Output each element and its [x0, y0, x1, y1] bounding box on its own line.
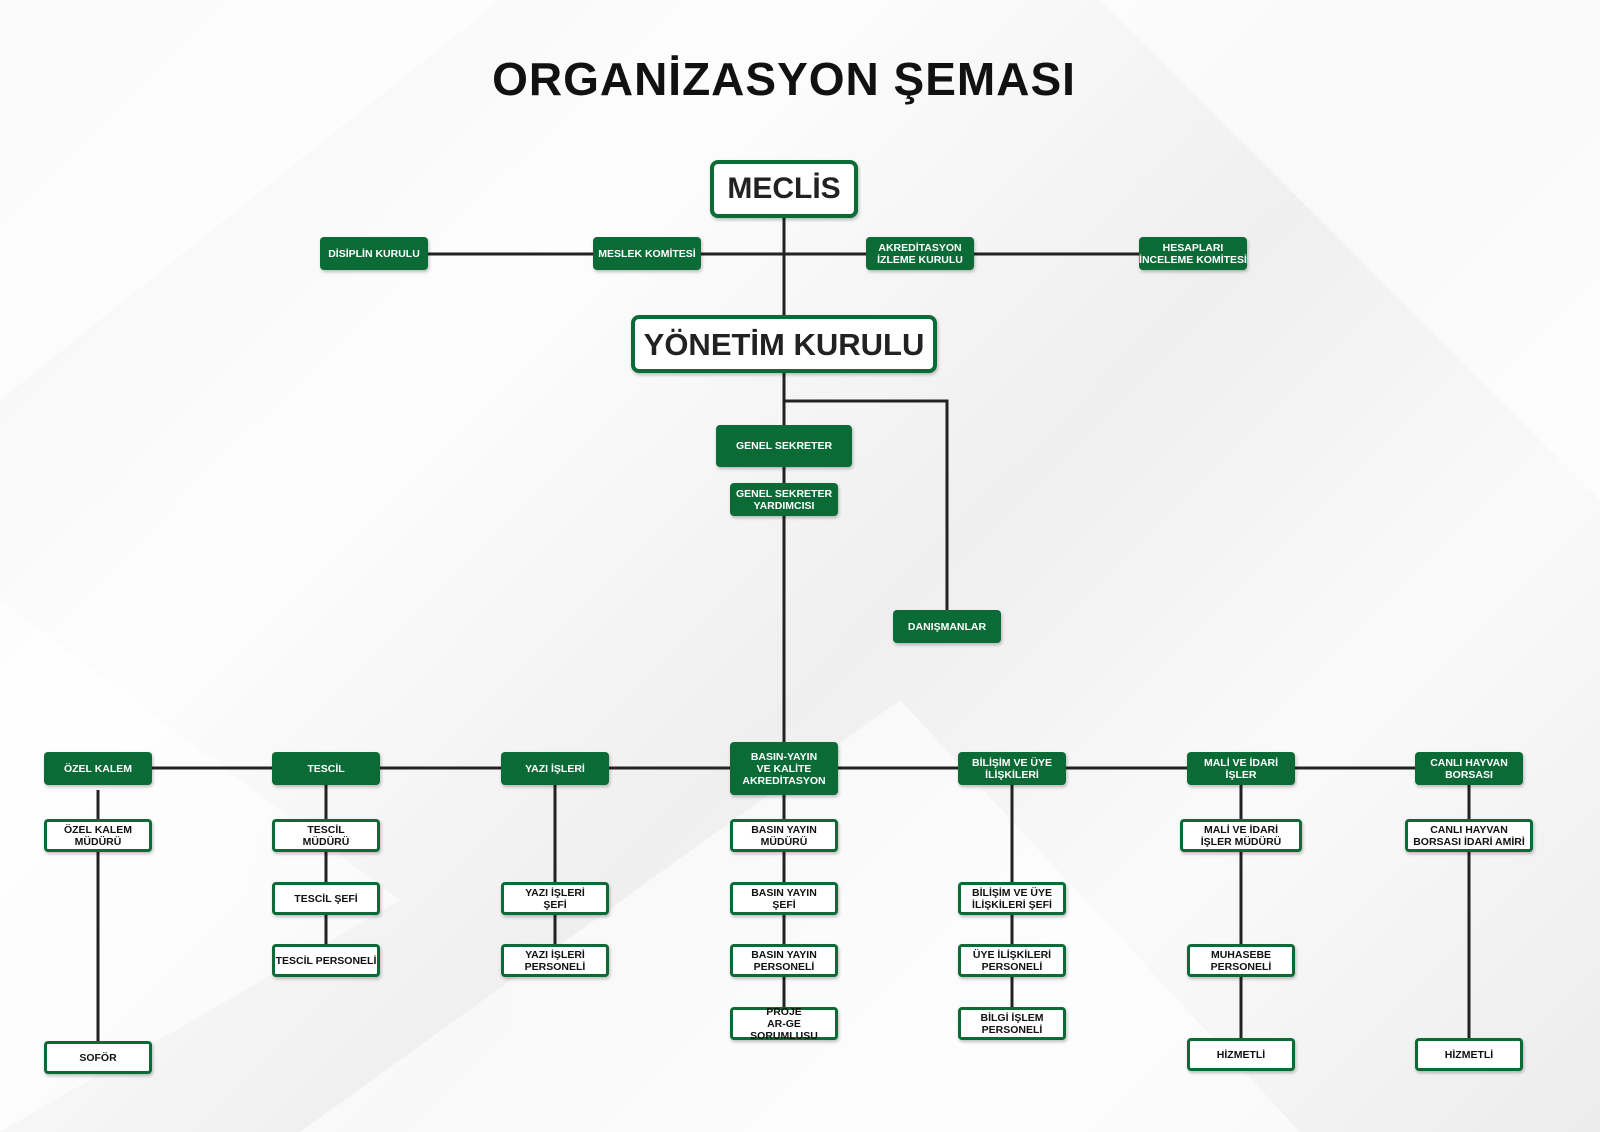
uye-iliskileri-personeli: ÜYE İLİŞKİLERİ PERSONELİ: [958, 944, 1066, 977]
dept-yazi-isleri: YAZI İŞLERİ: [501, 752, 609, 785]
dept-mali-idari: MALİ VE İDARİ İŞLER: [1187, 752, 1295, 785]
dept-canli-hayvan: CANLI HAYVAN BORSASI: [1415, 752, 1523, 785]
tescil-personeli: TESCİL PERSONELİ: [272, 944, 380, 977]
dept-bilisim: BİLİŞİM VE ÜYE İLİŞKİLERİ: [958, 752, 1066, 785]
basin-yayin-personeli: BASIN YAYIN PERSONELİ: [730, 944, 838, 977]
committee-hesaplari: HESAPLARI İNCELEME KOMİTESİ: [1139, 237, 1247, 270]
bilgi-islem-personeli: BİLGİ İŞLEM PERSONELİ: [958, 1007, 1066, 1040]
committee-akreditasyon: AKREDİTASYON İZLEME KURULU: [866, 237, 974, 270]
tescil-sefi: TESCİL ŞEFİ: [272, 882, 380, 915]
dept-ozel-kalem: ÖZEL KALEM: [44, 752, 152, 785]
canli-hayvan-hizmetli: HİZMETLİ: [1415, 1038, 1523, 1071]
basin-yayin-sefi: BASIN YAYIN ŞEFİ: [730, 882, 838, 915]
page-title: ORGANİZASYON ŞEMASI: [492, 53, 1076, 105]
sofor: SOFÖR: [44, 1041, 152, 1074]
tescil-muduru: TESCİL MÜDÜRÜ: [272, 819, 380, 852]
yonetim-kurulu-box: YÖNETİM KURULU: [631, 315, 937, 373]
basin-yayin-muduru: BASIN YAYIN MÜDÜRÜ: [730, 819, 838, 852]
proje-arge-sorumlusu: PROJE AR-GE SORUMLUSU: [730, 1006, 838, 1042]
mali-idari-isler-muduru: MALİ VE İDARİ İŞLER MÜDÜRÜ: [1180, 819, 1302, 852]
committee-disiplin: DİSİPLİN KURULU: [320, 237, 428, 270]
genel-sekreter-yardimcisi-box: GENEL SEKRETER YARDIMCISI: [730, 483, 838, 516]
yazi-isleri-personeli: YAZI İŞLERİ PERSONELİ: [501, 944, 609, 977]
mali-hizmetli: HİZMETLİ: [1187, 1038, 1295, 1071]
genel-sekreter-box: GENEL SEKRETER: [716, 425, 852, 467]
dept-basin-yayin: BASIN-YAYIN VE KALİTE AKREDİTASYON: [730, 742, 838, 795]
dept-tescil: TESCİL: [272, 752, 380, 785]
committee-meslek: MESLEK KOMİTESİ: [593, 237, 701, 270]
ozel-kalem-muduru: ÖZEL KALEM MÜDÜRÜ: [44, 819, 152, 852]
meclis-box: MECLİS: [710, 160, 858, 218]
bilisim-sefi: BİLİŞİM VE ÜYE İLİŞKİLERİ ŞEFİ: [958, 882, 1066, 915]
muhasebe-personeli: MUHASEBE PERSONELİ: [1187, 944, 1295, 977]
canli-hayvan-idari-amiri: CANLI HAYVAN BORSASI İDARİ AMİRİ: [1405, 819, 1533, 852]
danismanlar-box: DANIŞMANLAR: [893, 610, 1001, 643]
advisors-line: [784, 399, 949, 610]
yazi-isleri-sefi: YAZI İŞLERİ ŞEFİ: [501, 882, 609, 915]
